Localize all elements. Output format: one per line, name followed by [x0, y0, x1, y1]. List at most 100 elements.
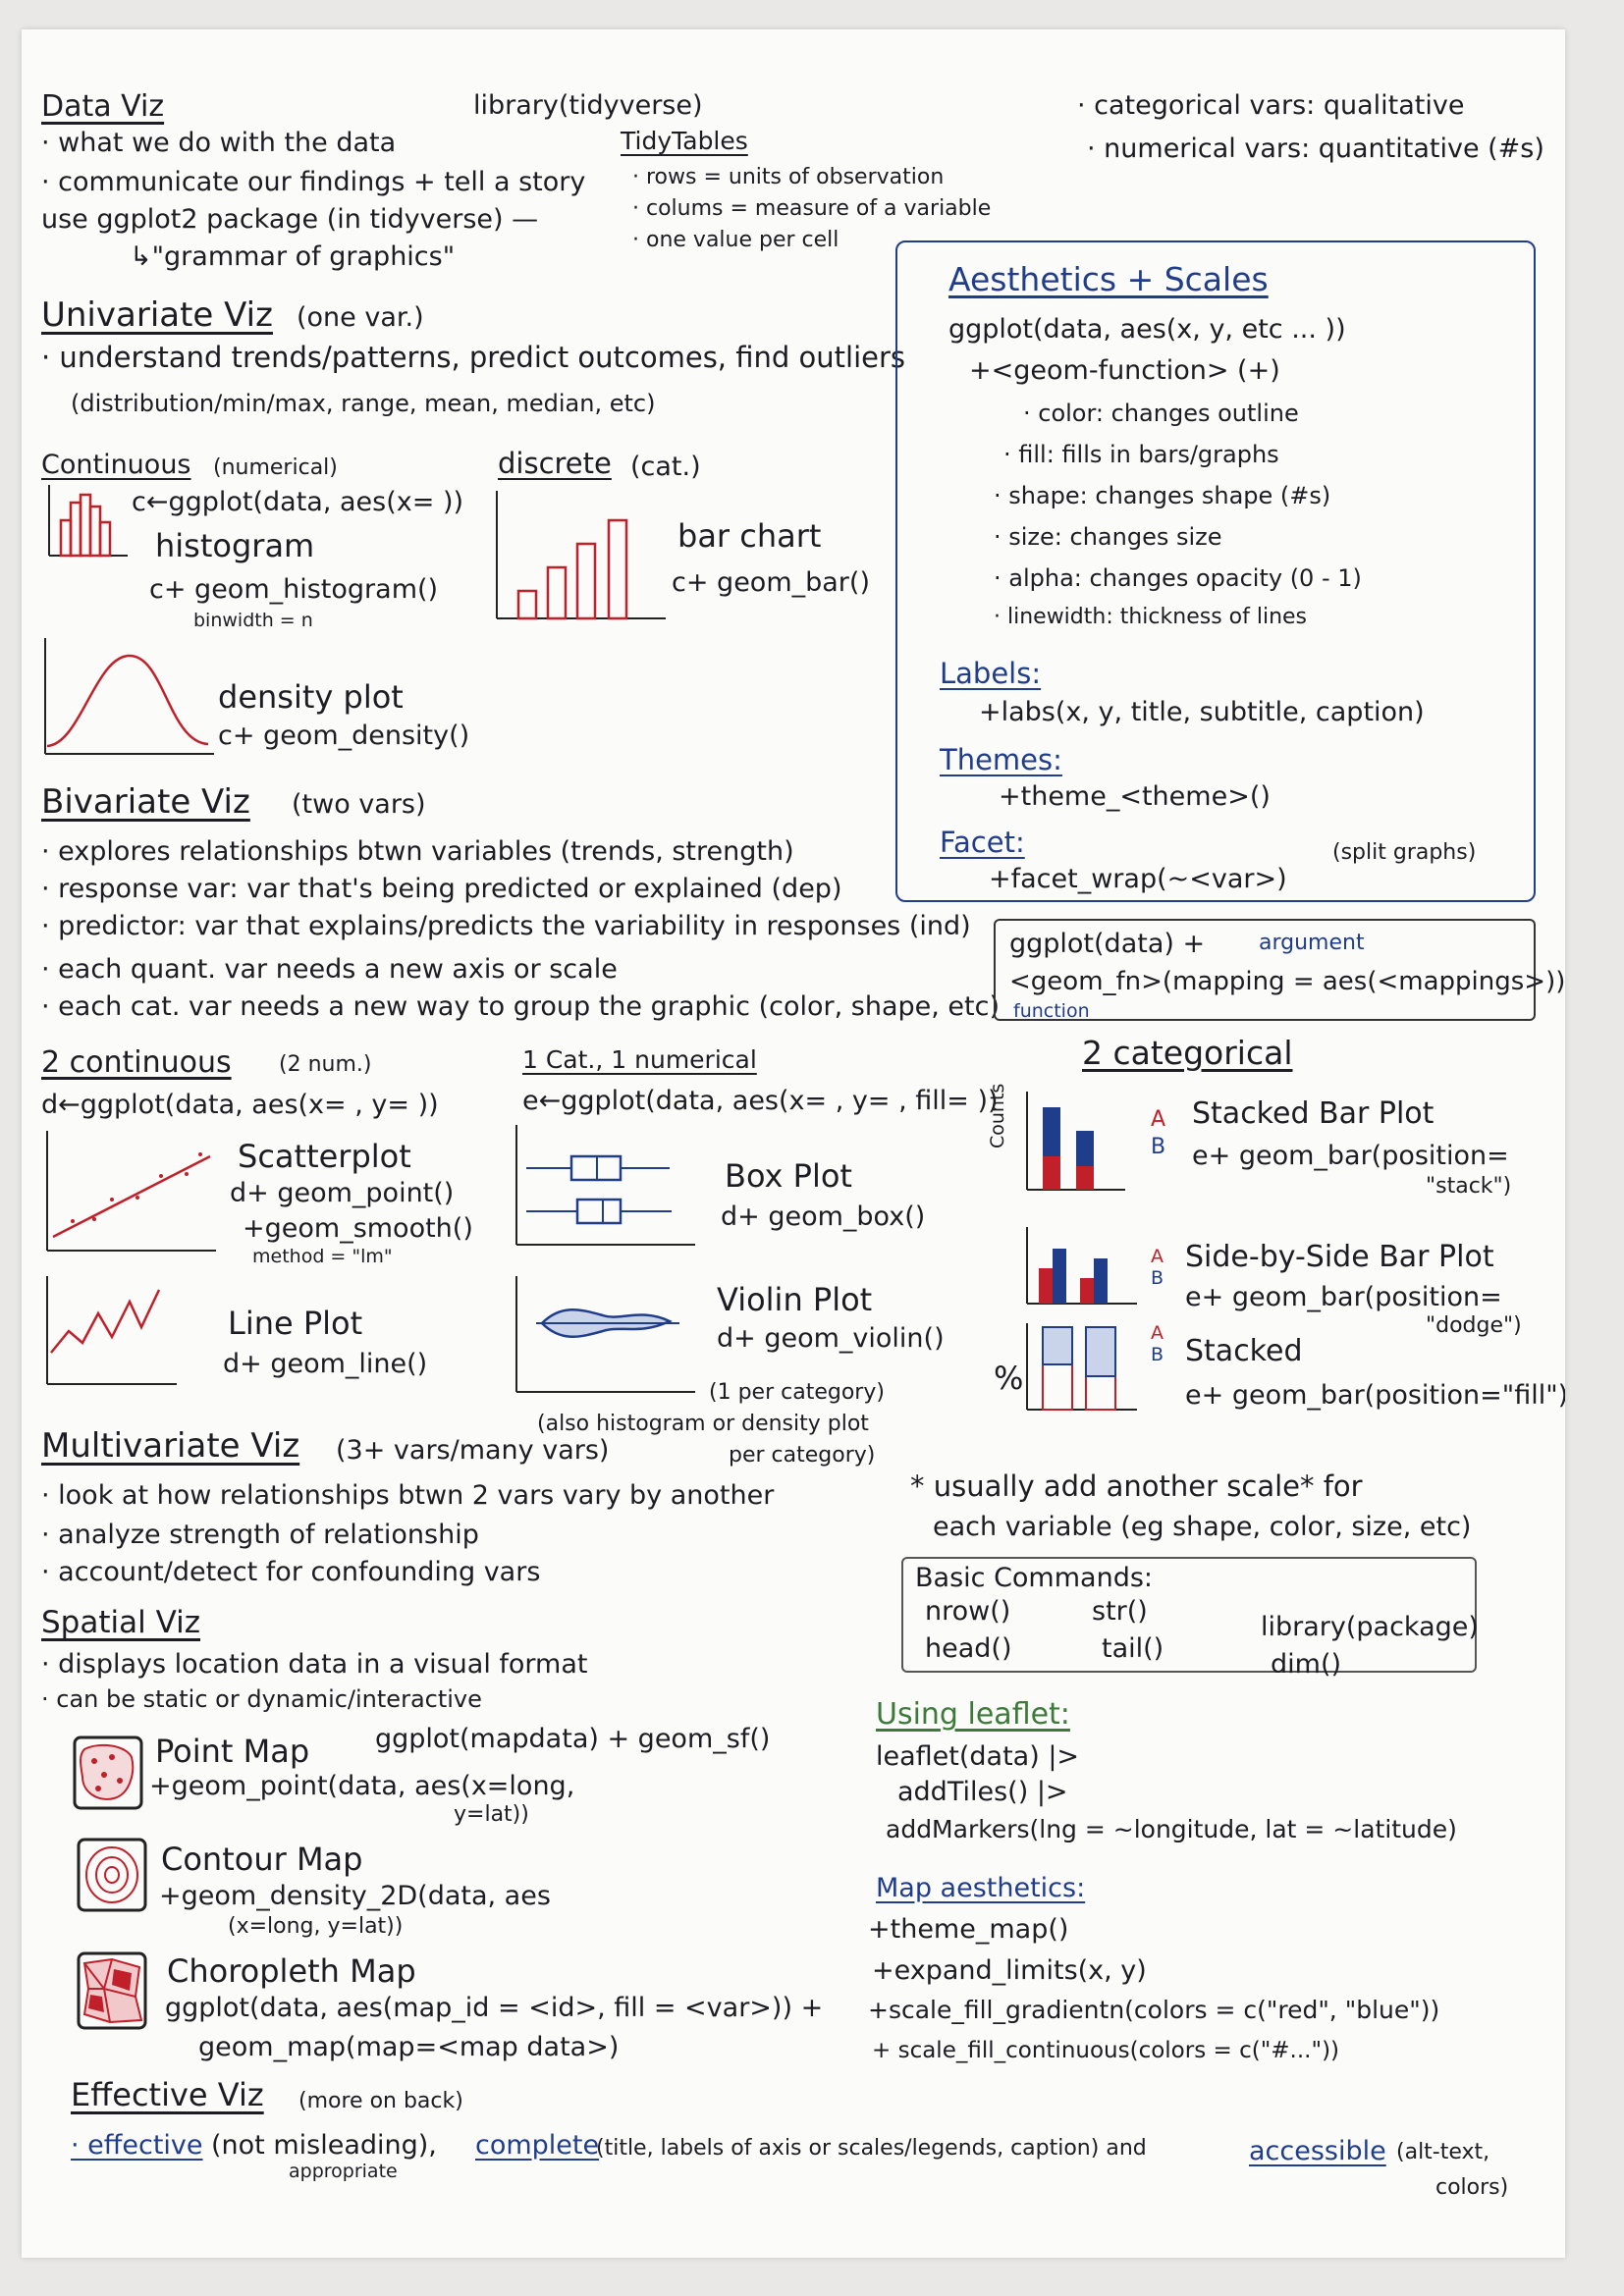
multivariate-title: Multivariate Viz: [41, 1426, 300, 1466]
map-aesthetics-title: Map aesthetics:: [876, 1873, 1086, 1903]
scatterplot-code-3: method = "lm": [252, 1246, 393, 1267]
dataviz-bullet-4: ↳"grammar of graphics": [130, 241, 456, 272]
effective-not-misleading: (not misleading),: [211, 2130, 437, 2161]
bivariate-bullet-1: · explores relationships btwn variables …: [41, 836, 794, 867]
ggplot-syntax-code-1: ggplot(data) +: [1009, 929, 1206, 959]
ggplot-argument-label: argument: [1259, 931, 1365, 955]
point-map-sketch: [73, 1735, 143, 1810]
labels-code: +labs(x, y, title, subtitle, caption): [979, 697, 1425, 727]
point-map-label: Point Map: [155, 1733, 310, 1770]
dataviz-title: Data Viz: [41, 89, 165, 124]
facet-title: Facet:: [940, 826, 1025, 859]
leaflet-title: Using leaflet:: [876, 1697, 1070, 1732]
aesthetic-size: · size: changes size: [994, 523, 1222, 551]
facet-code: +facet_wrap(~<var>): [989, 864, 1287, 894]
side-by-side-code-2: "dodge"): [1426, 1313, 1522, 1338]
choropleth-code-2: geom_map(map=<map data>): [198, 2032, 620, 2062]
legend-a-2: A: [1151, 1246, 1164, 1267]
map-aesthetics-code-1: +theme_map(): [868, 1914, 1069, 1945]
tidytables-bullet-2: · colums = measure of a variable: [632, 196, 992, 221]
effective-appropriate: appropriate: [289, 2161, 398, 2182]
discrete-title: discrete: [498, 447, 612, 480]
spatial-bullet-1: · displays location data in a visual for…: [41, 1649, 588, 1680]
scatterplot-code-2: +geom_smooth(): [243, 1213, 473, 1244]
violin-note-2: (also histogram or density plot: [537, 1412, 869, 1436]
univariate-subtitle: (one var.): [297, 302, 424, 333]
stacked-fill-code: e+ geom_bar(position="fill"): [1185, 1380, 1565, 1411]
density-code: c+ geom_density(): [218, 721, 470, 751]
histogram-code: c+ geom_histogram(): [149, 574, 439, 605]
point-map-code-2: y=lat)): [454, 1802, 529, 1827]
categorical-vars-note: · categorical vars: qualitative: [1077, 90, 1465, 121]
multivariate-bullet-2: · analyze strength of relationship: [41, 1520, 479, 1550]
effective-colors: colors): [1435, 2175, 1509, 2200]
facet-note: (split graphs): [1332, 840, 1477, 865]
bivariate-bullet-3: · predictor: var that explains/predicts …: [41, 911, 971, 941]
leaflet-code-3: addMarkers(lng = ~longitude, lat = ~lati…: [886, 1815, 1457, 1843]
basic-commands-title: Basic Commands:: [915, 1563, 1153, 1593]
contour-map-code-1: +geom_density_2D(data, aes: [159, 1881, 551, 1911]
two-continuous-subtitle: (2 num.): [279, 1052, 372, 1077]
multivariate-bullet-1: · look at how relationships btwn 2 vars …: [41, 1480, 775, 1511]
aesthetic-shape: · shape: changes shape (#s): [994, 482, 1331, 509]
aesthetics-code-1: ggplot(data, aes(x, y, etc ... )): [948, 314, 1346, 345]
stacked-bar-sketch: [1026, 1092, 1125, 1191]
side-by-side-bar-sketch: [1026, 1227, 1137, 1305]
violin-note-1: (1 per category): [709, 1380, 885, 1405]
cat-num-code: e←ggplot(data, aes(x= , y= , fill= )): [522, 1086, 999, 1116]
aesthetic-alpha: · alpha: changes opacity (0 - 1): [994, 564, 1362, 592]
choropleth-code-1: ggplot(data, aes(map_id = <id>, fill = <…: [165, 1993, 824, 2023]
scatterplot-label: Scatterplot: [238, 1138, 411, 1175]
cmd-head: head(): [925, 1633, 1012, 1664]
scale-note-1: * usually add another scale* for: [910, 1469, 1363, 1503]
scatterplot-code-1: d+ geom_point(): [230, 1178, 455, 1208]
stacked-bar-code-1: e+ geom_bar(position=: [1192, 1141, 1509, 1171]
side-by-side-label: Side-by-Side Bar Plot: [1185, 1240, 1494, 1274]
histogram-label: histogram: [155, 527, 315, 564]
legend-b-2: B: [1151, 1267, 1164, 1289]
legend-a: A: [1151, 1107, 1166, 1132]
bar-chart-sketch: [496, 491, 666, 620]
contour-map-code-2: (x=long, y=lat)): [228, 1914, 404, 1939]
side-by-side-code-1: e+ geom_bar(position=: [1185, 1282, 1502, 1312]
discrete-subtitle: (cat.): [630, 452, 701, 482]
continuous-code: c←ggplot(data, aes(x= )): [132, 487, 464, 517]
legend-b: B: [1151, 1135, 1166, 1159]
aesthetic-color: · color: changes outline: [1023, 400, 1299, 427]
dataviz-bullet-2: · communicate our findings + tell a stor…: [41, 167, 586, 197]
dataviz-bullet-1: · what we do with the data: [41, 128, 397, 158]
map-aesthetics-code-4: + scale_fill_continuous(colors = c("#...…: [872, 2038, 1340, 2063]
choropleth-label: Choropleth Map: [167, 1952, 416, 1990]
aesthetics-box: [895, 240, 1536, 902]
cmd-tail: tail(): [1102, 1633, 1164, 1664]
tidytables-bullet-1: · rows = units of observation: [632, 165, 945, 189]
cmd-str: str(): [1092, 1596, 1148, 1627]
univariate-bullet-1: · understand trends/patterns, predict ou…: [41, 341, 905, 374]
legend-b-3: B: [1151, 1344, 1164, 1365]
point-map-code-1: +geom_point(data, aes(x=long,: [149, 1771, 575, 1801]
violin-note-3: per category): [729, 1443, 876, 1468]
leaflet-code-1: leaflet(data) |>: [876, 1741, 1080, 1772]
ggplot-syntax-box: [994, 919, 1536, 1021]
continuous-subtitle: (numerical): [213, 455, 338, 480]
scatterplot-sketch: [46, 1131, 216, 1252]
line-plot-label: Line Plot: [228, 1305, 363, 1342]
tidytables-title: TidyTables: [621, 127, 748, 155]
percent-axis-label: %: [994, 1360, 1024, 1397]
effective-subtitle: (more on back): [298, 2089, 463, 2113]
effective-accessible: accessible: [1249, 2136, 1386, 2166]
stacked-fill-label: Stacked: [1185, 1334, 1303, 1368]
effective-alt-text: (alt-text,: [1396, 2140, 1490, 2164]
bivariate-bullet-2: · response var: var that's being predict…: [41, 874, 842, 904]
two-continuous-title: 2 continuous: [41, 1045, 232, 1080]
ggplot-function-label: function: [1013, 1000, 1090, 1022]
tidytables-bullet-3: · one value per cell: [632, 228, 839, 252]
density-label: density plot: [218, 678, 404, 716]
spatial-code: ggplot(mapdata) + geom_sf(): [375, 1724, 771, 1754]
spatial-bullet-2: · can be static or dynamic/interactive: [41, 1685, 482, 1713]
two-categorical-title: 2 categorical: [1082, 1034, 1293, 1072]
bar-chart-code: c+ geom_bar(): [672, 567, 870, 598]
scale-note-2: each variable (eg shape, color, size, et…: [933, 1512, 1472, 1542]
labels-title: Labels:: [940, 657, 1042, 690]
violin-plot-code: d+ geom_violin(): [717, 1323, 945, 1354]
